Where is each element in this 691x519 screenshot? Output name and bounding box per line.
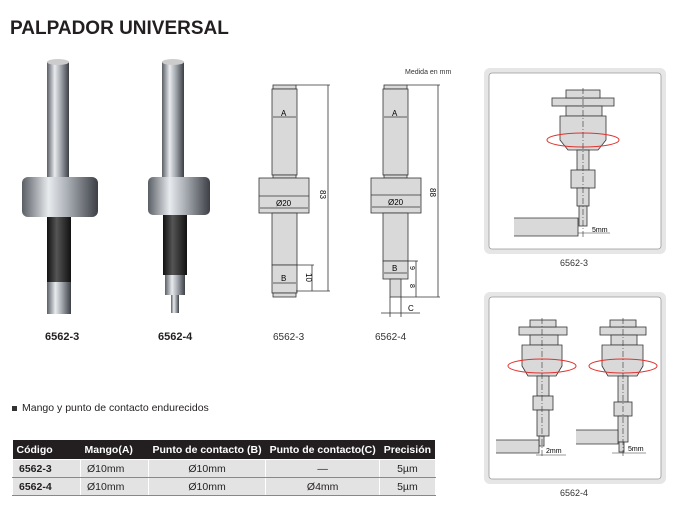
dim-tip: 10 (304, 273, 313, 282)
page-title: PALPADOR UNIVERSAL (10, 18, 229, 39)
col-header: Mango(A) (80, 440, 149, 460)
usage-label: 6562-3 (560, 258, 588, 268)
photo-label: 6562-4 (158, 331, 193, 343)
table-header-row: Código Mango(A) Punto de contacto (B) Pu… (12, 440, 436, 460)
bullet-icon (12, 405, 17, 411)
drawing-label: 6562-4 (375, 332, 407, 343)
offset-label-right: 5mm (628, 446, 644, 453)
cell-contact-b: Ø10mm (147, 459, 267, 478)
table-row: 6562-4 Ø10mm Ø10mm Ø4mm 5µm (12, 477, 436, 496)
cell-precision: 5µm (379, 459, 436, 478)
probe-photo-6562-4 (148, 59, 210, 313)
spec-table: Código Mango(A) Punto de contacto (B) Pu… (12, 440, 436, 496)
cell-shank: Ø10mm (80, 477, 149, 496)
feature-text: Mango y punto de contacto endurecidos (22, 402, 209, 414)
dim-dia: Ø20 (388, 198, 404, 207)
dim-length: 88 (428, 188, 437, 197)
dim-length: 83 (318, 190, 327, 199)
dim-b: B (392, 264, 397, 273)
unit-note: Medida en mm (405, 69, 451, 76)
cell-precision: 5µm (379, 477, 436, 496)
cell-code: 6562-4 (12, 477, 81, 496)
cell-code: 6562-3 (12, 459, 81, 478)
feature-bullet: Mango y punto de contacto endurecidos (12, 402, 209, 414)
col-header: Punto de contacto(C) (265, 440, 380, 460)
dimension-drawing-6562-3 (258, 84, 330, 298)
dimension-drawing-6562-4 (370, 84, 440, 317)
dim-b: B (281, 274, 286, 283)
cell-contact-c: — (265, 459, 381, 478)
offset-label: 5mm (592, 227, 608, 234)
col-header: Precisión (379, 440, 436, 460)
usage-label: 6562-4 (560, 488, 588, 498)
offset-label-left: 2mm (546, 448, 562, 455)
dim-tip2: 8 (408, 284, 415, 288)
cell-contact-c: Ø4mm (265, 477, 381, 496)
usage-box-6562-4 (484, 292, 666, 484)
cell-shank: Ø10mm (80, 459, 149, 478)
probe-photo-6562-3 (22, 59, 98, 314)
dim-dia: Ø20 (276, 199, 292, 208)
usage-box-6562-3 (484, 68, 666, 254)
drawing-label: 6562-3 (273, 332, 305, 343)
cell-contact-b: Ø10mm (147, 477, 267, 496)
table-row: 6562-3 Ø10mm Ø10mm — 5µm (12, 459, 436, 478)
dim-a: A (392, 109, 398, 118)
col-header: Punto de contacto (B) (148, 440, 266, 460)
col-header: Código (12, 440, 81, 460)
dim-a: A (281, 109, 287, 118)
photo-label: 6562-3 (45, 331, 80, 343)
dim-c: C (408, 304, 414, 313)
dim-tip1: 9 (408, 266, 415, 270)
